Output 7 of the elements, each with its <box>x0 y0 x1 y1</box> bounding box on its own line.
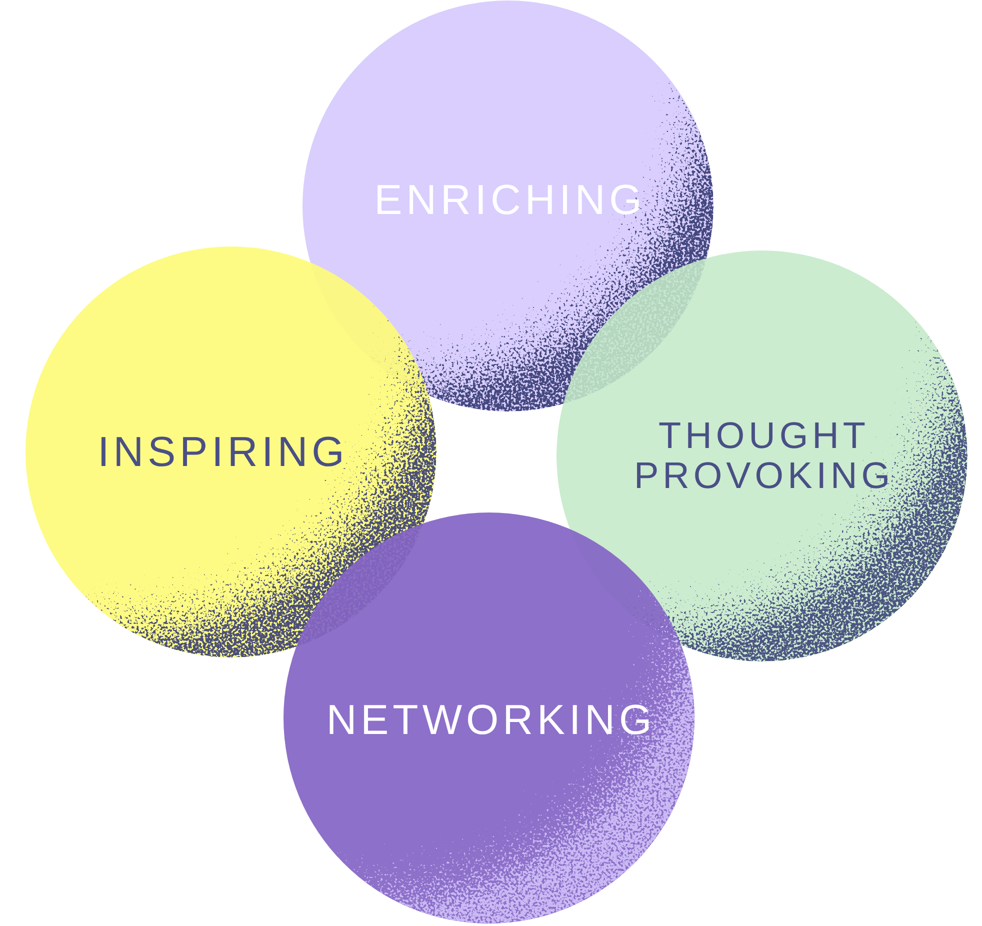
circle <box>25 246 437 658</box>
circle-label: INSPIRING <box>96 429 348 475</box>
circle-label: ENRICHING <box>373 177 646 223</box>
circle-label: NETWORKING <box>325 697 656 743</box>
circle <box>556 250 968 662</box>
circle <box>283 512 695 924</box>
circle-label: THOUGHT PROVOKING <box>632 416 896 496</box>
